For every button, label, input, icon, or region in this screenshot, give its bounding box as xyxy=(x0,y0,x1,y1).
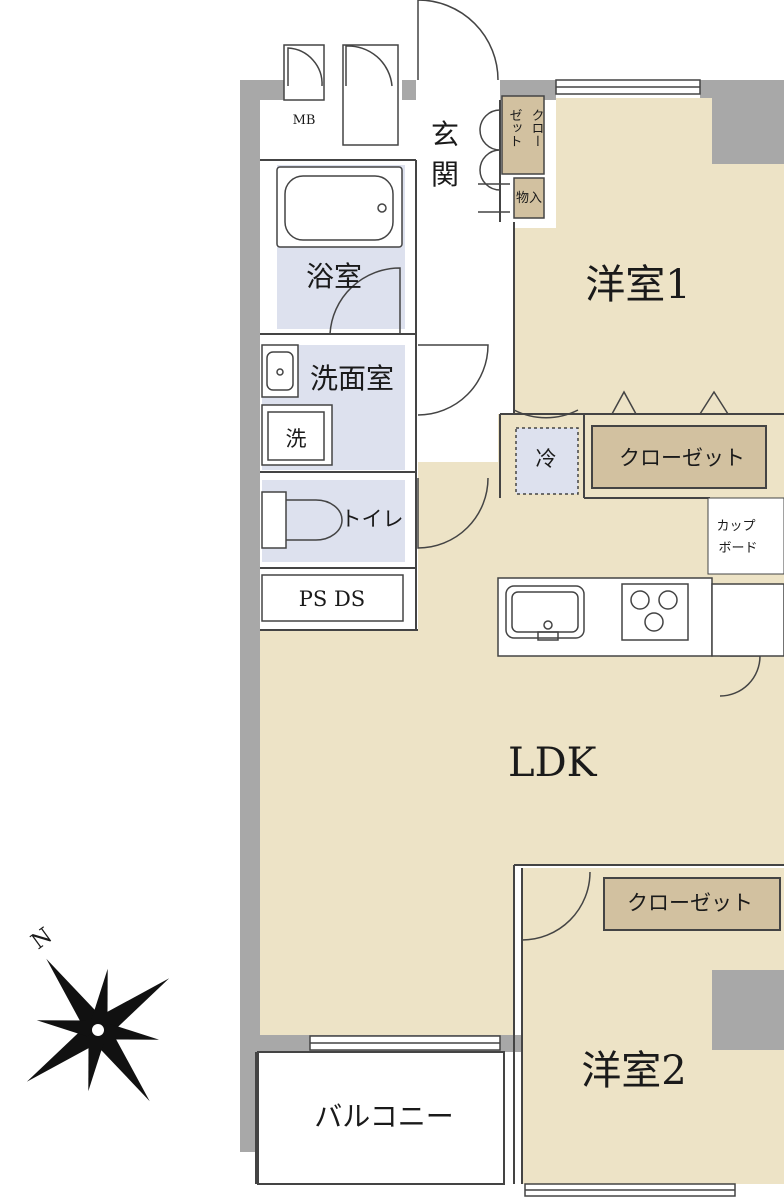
washer-label: 洗 xyxy=(286,427,307,451)
doors xyxy=(283,0,761,941)
fridge-label: 冷 xyxy=(536,447,557,471)
western-room-2-label: 洋室2 xyxy=(581,1048,686,1094)
closets xyxy=(501,95,784,931)
partitions xyxy=(255,100,784,1184)
entrance-label-line1: 玄 xyxy=(431,118,459,151)
cupboard-label-line2: ボード xyxy=(718,541,757,556)
structural-walls xyxy=(240,80,784,1152)
room-labels: LDK 洋室1 洋室2 浴室 洗面室 トイレ 玄 関 バルコニー PS DS M… xyxy=(286,109,758,1134)
closet-2-label: クローゼット xyxy=(627,891,753,915)
western-room-1-label: 洋室1 xyxy=(585,262,690,308)
ldk-label: LDK xyxy=(508,740,598,786)
storage-label: 物入 xyxy=(516,191,542,206)
bathroom-label: 浴室 xyxy=(306,260,362,293)
washroom-label: 洗面室 xyxy=(310,362,394,395)
closet-1-label: クローゼット xyxy=(619,446,745,470)
kitchen-counter xyxy=(497,577,784,657)
compass-rose xyxy=(26,958,170,1102)
ps-ds-label: PS DS xyxy=(299,587,365,611)
bath-fixtures xyxy=(261,166,403,549)
entry-closet-label-col1: クロー xyxy=(529,109,544,148)
toilet-label: トイレ xyxy=(341,507,404,531)
balcony xyxy=(257,1051,505,1185)
entrance-label-line2: 関 xyxy=(431,158,459,191)
entry-closet-label-col2: ゼット xyxy=(507,109,523,148)
cupboard-label-line1: カップ xyxy=(716,519,755,534)
mb-label: MB xyxy=(293,113,316,128)
balcony-label: バルコニー xyxy=(314,1100,453,1133)
windows xyxy=(309,79,736,1197)
north-label: N xyxy=(27,923,57,955)
ps-ds-box xyxy=(261,574,404,622)
